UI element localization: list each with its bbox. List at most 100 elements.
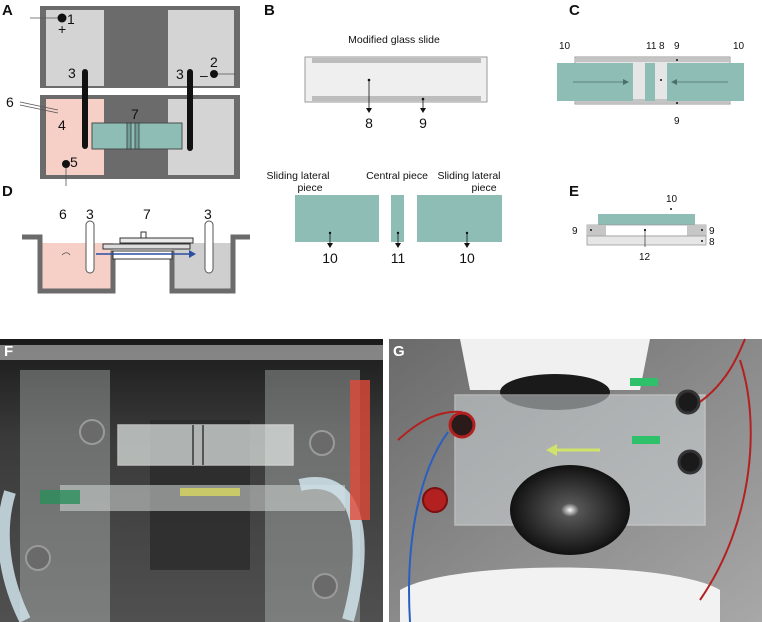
d-label-6: 6 (59, 206, 67, 222)
e-label-8: 8 (709, 237, 715, 248)
label-5: 5 (70, 154, 78, 170)
slide-support (112, 250, 173, 260)
e-top-slide (598, 214, 695, 226)
c-label-10-right: 10 (733, 41, 745, 52)
photo-f-tube-left (0, 490, 31, 622)
panel-b: B Modified glass slide 8 9 (264, 2, 488, 131)
panel-g-label: G (393, 343, 405, 360)
panel-b-pieces: Sliding lateral piece Central piece Slid… (266, 170, 502, 266)
pointer-dot-e10 (670, 208, 672, 210)
panel-a: A 1 + 2 – 3 3 4 5 6 7 (2, 2, 240, 186)
photo-f-screw-tl (79, 419, 105, 445)
panel-c-label: C (569, 2, 580, 19)
pointer-dot-e8 (701, 240, 703, 242)
label-11: 11 (391, 250, 406, 266)
assembled-central-piece (645, 63, 655, 101)
panel-d-label: D (2, 183, 13, 200)
electrode-dot-2 (210, 70, 218, 78)
photo-f-red-edge (350, 380, 370, 520)
e-label-10: 10 (666, 194, 678, 205)
e-spacer-left (587, 225, 606, 236)
photo-f-screw-tr (309, 430, 335, 456)
leader-6b (19, 104, 59, 114)
c-label-9-bottom: 9 (674, 116, 680, 127)
label-4: 4 (58, 117, 66, 133)
c-label-8: 8 (659, 41, 665, 52)
top-slide (119, 237, 194, 244)
label-1: 1 (67, 11, 75, 27)
central-gap (140, 231, 147, 239)
panel-e: E 10 9 9 8 12 (569, 183, 715, 263)
electrode-left (85, 220, 95, 274)
label-8: 8 (365, 115, 373, 131)
right-bath-liquid (172, 243, 233, 291)
photo-g-green-tag-top (630, 378, 658, 386)
label-plus: + (58, 21, 66, 37)
photo-g-green-tag-bottom (632, 436, 660, 444)
d-label-3-left: 3 (86, 206, 94, 222)
photo-g-red-knob (422, 487, 448, 513)
panel-c: C 10 11 8 9 10 9 (557, 2, 745, 127)
e-label-9-left: 9 (572, 226, 578, 237)
label-2: 2 (210, 54, 218, 70)
pointer-dot-c9-bottom (676, 102, 678, 104)
photo-f-screw-bl (25, 545, 51, 571)
photo-g-black-connector-bottom (677, 449, 703, 475)
sliding-lateral-piece-left (295, 195, 379, 242)
d-label-7: 7 (143, 206, 151, 222)
photo-f-top-rim (0, 345, 383, 360)
label-9: 9 (419, 115, 427, 131)
central-piece (391, 195, 404, 242)
central-piece-caption: Central piece (366, 170, 428, 182)
photo-f-green-connector (40, 490, 80, 504)
photo-g-yellow-arrowhead (546, 444, 557, 456)
flow-arrowhead (189, 250, 196, 258)
label-3-left: 3 (68, 65, 76, 81)
upper-left-well (46, 10, 104, 86)
upper-right-well (168, 10, 234, 86)
pointer-dot-c9-top (676, 59, 678, 61)
arrowhead-9 (420, 108, 426, 113)
pointer-dot-c8 (660, 79, 662, 81)
left-piece-caption-1: Sliding lateral (266, 170, 329, 182)
pointer-dot-12 (643, 228, 647, 232)
pointer-dot-e9l (590, 229, 592, 231)
slide-arrowhead-left (671, 79, 677, 85)
e-spacer-right (687, 225, 706, 236)
panel-e-label: E (569, 183, 579, 200)
photo-g-red-connector-left (448, 411, 476, 439)
right-piece-caption-2: piece (471, 182, 496, 194)
photo-g-stage-lens (510, 465, 630, 555)
liquid-mark (61, 252, 71, 256)
d-label-3-right: 3 (204, 206, 212, 222)
c-label-11: 11 (646, 41, 657, 52)
label-10-left: 10 (322, 250, 338, 266)
left-bath-liquid (40, 243, 113, 291)
photo-g-black-connector-top (675, 389, 701, 415)
label-minus: – (200, 67, 208, 83)
photo-g-red-cable-right (699, 359, 752, 601)
label-10-right: 10 (459, 250, 475, 266)
electrode-right (204, 220, 214, 274)
sliding-lateral-piece-right (417, 195, 502, 242)
panel-a-label: A (2, 2, 13, 19)
label-6: 6 (6, 94, 14, 110)
modified-glass-slide (304, 56, 488, 103)
photo-g-red-cable-top (699, 338, 746, 403)
photo-f-glass-slide (117, 424, 294, 466)
panel-f-label: F (4, 343, 13, 360)
photo-f-screw-br (312, 573, 338, 599)
slide-gap-right (134, 122, 140, 150)
glass-slide-title: Modified glass slide (348, 34, 440, 46)
arrowhead-10a (327, 243, 333, 248)
slide-bottom-strip (312, 96, 481, 101)
arrowhead-10b (464, 243, 470, 248)
photo-f-yellow-strip (180, 488, 240, 496)
panel-f-photo: F (0, 339, 383, 622)
e-label-9-right: 9 (709, 226, 715, 237)
photo-g-microscope-head (460, 339, 650, 390)
photo-g-red-cable-left (397, 410, 463, 441)
panel-d: D 6 3 7 3 (2, 183, 250, 294)
slide-stack (102, 243, 191, 250)
